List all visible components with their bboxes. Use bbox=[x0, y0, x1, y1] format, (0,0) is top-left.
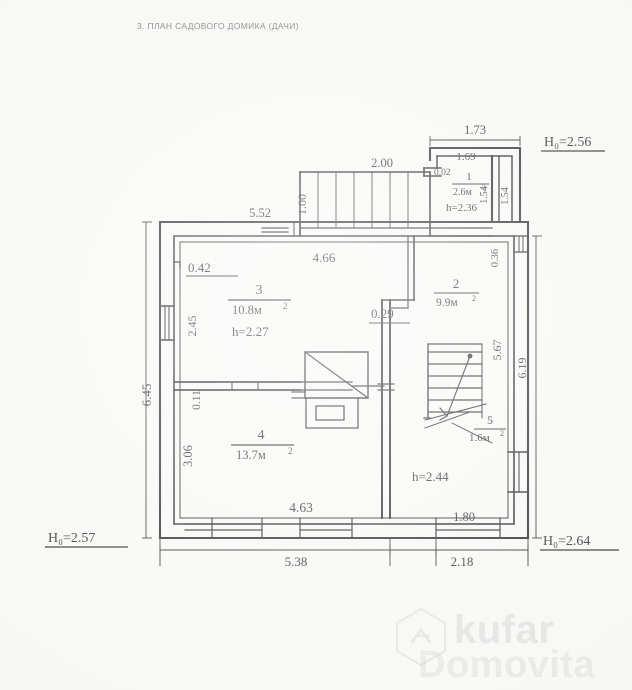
dim-0-36: 0.36 bbox=[490, 249, 501, 267]
elev-bottom-right-group: H₀=2.64 bbox=[540, 534, 619, 551]
elev-top-right: H₀=2.56 bbox=[544, 135, 591, 150]
dim-0-29: 0.29 bbox=[371, 306, 394, 321]
room-5-area: 1.6м bbox=[469, 432, 490, 444]
room-3-label: 3 10.8м 2 h=2.27 bbox=[228, 283, 291, 339]
dim-1-73: 1.73 bbox=[464, 123, 486, 137]
dim-0-42: 0.42 bbox=[188, 260, 211, 275]
room-1-area: 2.6м bbox=[453, 187, 473, 198]
dim-1-69: 1.69 bbox=[456, 151, 476, 163]
room-4-area: 13.7м bbox=[236, 448, 266, 462]
room-5-height: h=2.44 bbox=[412, 469, 449, 484]
dim-0-02: 0.02 bbox=[434, 168, 451, 178]
room-1-number: 1 bbox=[466, 171, 472, 183]
dim-2-00: 2.00 bbox=[371, 156, 393, 170]
room-2-number: 2 bbox=[453, 276, 460, 291]
dim-6-19: 6.19 bbox=[515, 358, 529, 379]
room-2-area-sup: 2 bbox=[472, 294, 476, 303]
elev-bottom-left-group: H₀=2.57 bbox=[45, 531, 128, 548]
elev-top-right-group: H₀=2.56 bbox=[541, 135, 605, 152]
dim-0-42-group: 0.42 bbox=[186, 260, 238, 277]
room-3-height: h=2.27 bbox=[232, 324, 269, 339]
room-1-height: h=2.36 bbox=[446, 202, 477, 214]
room-3-number: 3 bbox=[256, 283, 263, 298]
dimension-and-room-labels: 3 10.8м 2 h=2.27 4 13.7м 2 2 9.9м 2 bbox=[45, 123, 619, 569]
room-5-label: 5 1.6м 2 h=2.44 bbox=[412, 413, 506, 484]
room-3-area: 10.8м bbox=[232, 303, 262, 317]
dim-0-11: 0.11 bbox=[191, 390, 203, 410]
dim-5-38: 5.38 bbox=[285, 554, 308, 569]
room-2-area: 9.9м bbox=[436, 297, 458, 309]
room-3-area-sup: 2 bbox=[283, 301, 288, 311]
room-4-number: 4 bbox=[258, 428, 265, 443]
room-5-area-sup: 2 bbox=[500, 429, 504, 438]
dim-3-06: 3.06 bbox=[181, 445, 195, 467]
dim-1-80: 1.80 bbox=[453, 510, 475, 524]
room-5-number: 5 bbox=[487, 413, 493, 427]
room-4-area-sup: 2 bbox=[288, 446, 293, 456]
dim-2-45: 2.45 bbox=[185, 316, 199, 337]
dim-5-67: 5.67 bbox=[490, 340, 504, 361]
dim-1-54-a: 1.54 bbox=[479, 186, 490, 204]
room-2-label: 2 9.9м 2 bbox=[434, 276, 479, 309]
dim-1-54-b: 1.54 bbox=[500, 187, 511, 205]
dim-2-18: 2.18 bbox=[451, 554, 474, 569]
dim-5-52: 5.52 bbox=[249, 206, 271, 220]
elev-bottom-left: H₀=2.57 bbox=[48, 531, 95, 546]
dim-6-45: 6.45 bbox=[139, 384, 154, 407]
elev-bottom-right: H₀=2.64 bbox=[543, 534, 590, 549]
dim-4-63: 4.63 bbox=[289, 500, 313, 515]
room-4-label: 4 13.7м 2 bbox=[231, 428, 294, 462]
dim-1-00: 1.00 bbox=[295, 194, 309, 215]
dim-4-66: 4.66 bbox=[313, 250, 336, 265]
